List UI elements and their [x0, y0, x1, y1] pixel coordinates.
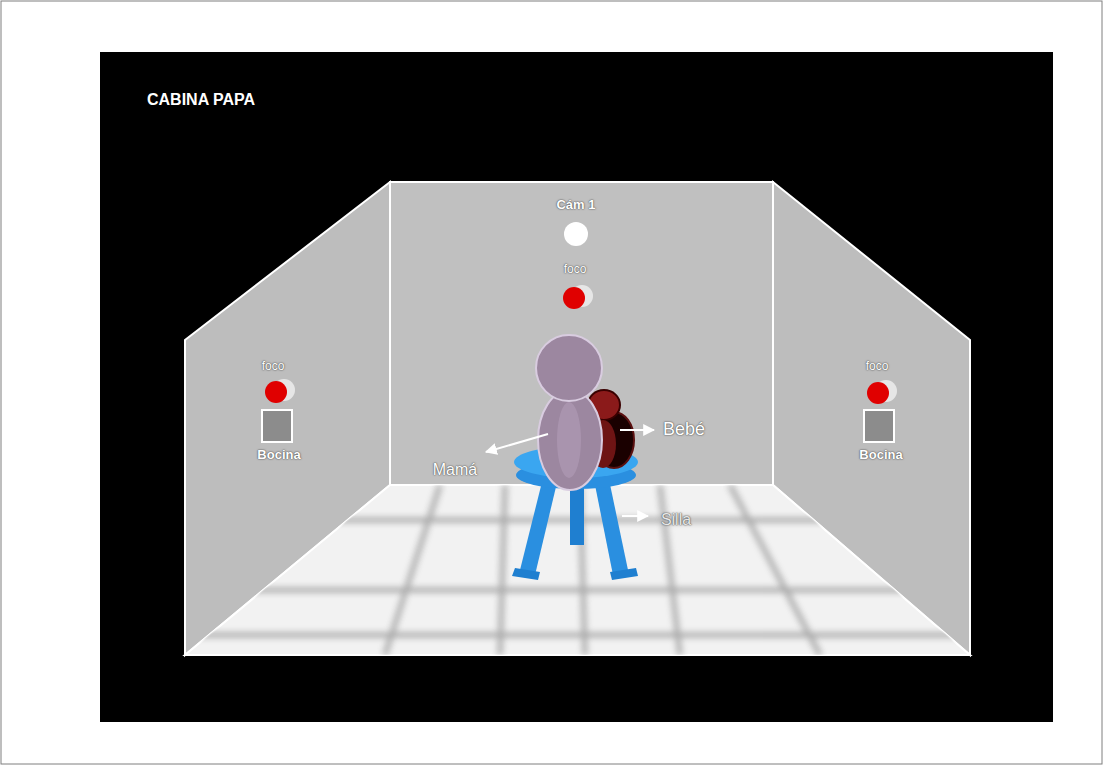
mother-label: Mamá — [433, 461, 477, 479]
light-right — [867, 380, 897, 404]
speaker-label: Bocina — [257, 448, 300, 462]
light-left — [265, 379, 295, 403]
leader-line — [486, 434, 548, 452]
light-label: foco — [866, 360, 889, 373]
light-center — [563, 285, 593, 309]
speaker-label: Bocina — [859, 448, 902, 462]
title: CABINA PAPA — [147, 91, 255, 109]
speaker-left — [262, 410, 292, 442]
light-label: foco — [564, 263, 587, 276]
leader-line — [622, 515, 648, 517]
mother-figure — [536, 335, 602, 490]
camera-label: Cám 1 — [556, 198, 595, 212]
camera — [564, 222, 588, 246]
background-panel — [100, 52, 1053, 722]
light-label: foco — [262, 360, 285, 373]
leader-line — [620, 429, 654, 431]
baby-label: Bebé — [663, 420, 705, 440]
speaker-right — [864, 410, 894, 442]
chair-label: Silla — [661, 511, 691, 529]
